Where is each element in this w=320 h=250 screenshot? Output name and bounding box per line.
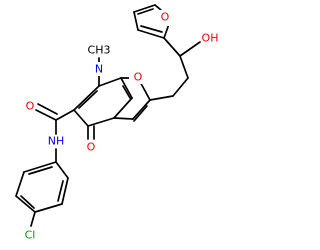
keto-oxygen-label: O	[87, 141, 96, 154]
bond	[87, 117, 115, 127]
bond	[113, 97, 133, 119]
bond	[163, 37, 181, 57]
bond	[137, 29, 165, 39]
furo-oxygen-label: O	[134, 71, 143, 84]
bond	[34, 203, 63, 213]
chemical-structure-diagram: N CH3 O O OH O NH O Cl	[15, 4, 219, 242]
bond	[78, 90, 98, 109]
bond	[179, 41, 201, 57]
bond	[154, 4, 162, 11]
bond	[73, 109, 89, 127]
bond	[61, 177, 69, 205]
bonds	[15, 4, 201, 227]
bond	[23, 161, 57, 173]
bond	[120, 77, 133, 99]
ring-nitrogen-label: N	[95, 63, 103, 76]
bond	[35, 109, 57, 121]
bond	[28, 166, 53, 175]
bond	[179, 55, 189, 79]
bond	[20, 195, 35, 209]
bond	[140, 25, 163, 33]
bond	[163, 23, 170, 39]
bond	[98, 77, 122, 87]
bond	[57, 180, 64, 202]
bond	[132, 99, 151, 120]
bond	[30, 211, 36, 227]
bond	[137, 8, 154, 15]
amide-oxygen-label: O	[26, 100, 35, 113]
bond	[55, 109, 75, 121]
bond	[15, 195, 36, 213]
bond	[149, 95, 174, 101]
bond	[172, 77, 189, 97]
bond	[37, 103, 58, 115]
n-methyl-label: CH3	[88, 44, 111, 57]
bond	[122, 85, 131, 99]
bond	[73, 85, 100, 111]
bond	[113, 117, 134, 120]
bond	[133, 11, 139, 31]
atom-labels: N CH3 O O OH O NH O Cl	[25, 10, 219, 242]
bond	[133, 4, 156, 13]
amide-nh-label: NH	[48, 135, 65, 148]
bond	[55, 161, 69, 179]
bond	[15, 171, 25, 197]
bond	[133, 105, 148, 122]
chlorine-label: Cl	[25, 229, 36, 242]
furan-oxygen-label: O	[161, 11, 170, 24]
hydroxyl-label: OH	[202, 32, 219, 45]
